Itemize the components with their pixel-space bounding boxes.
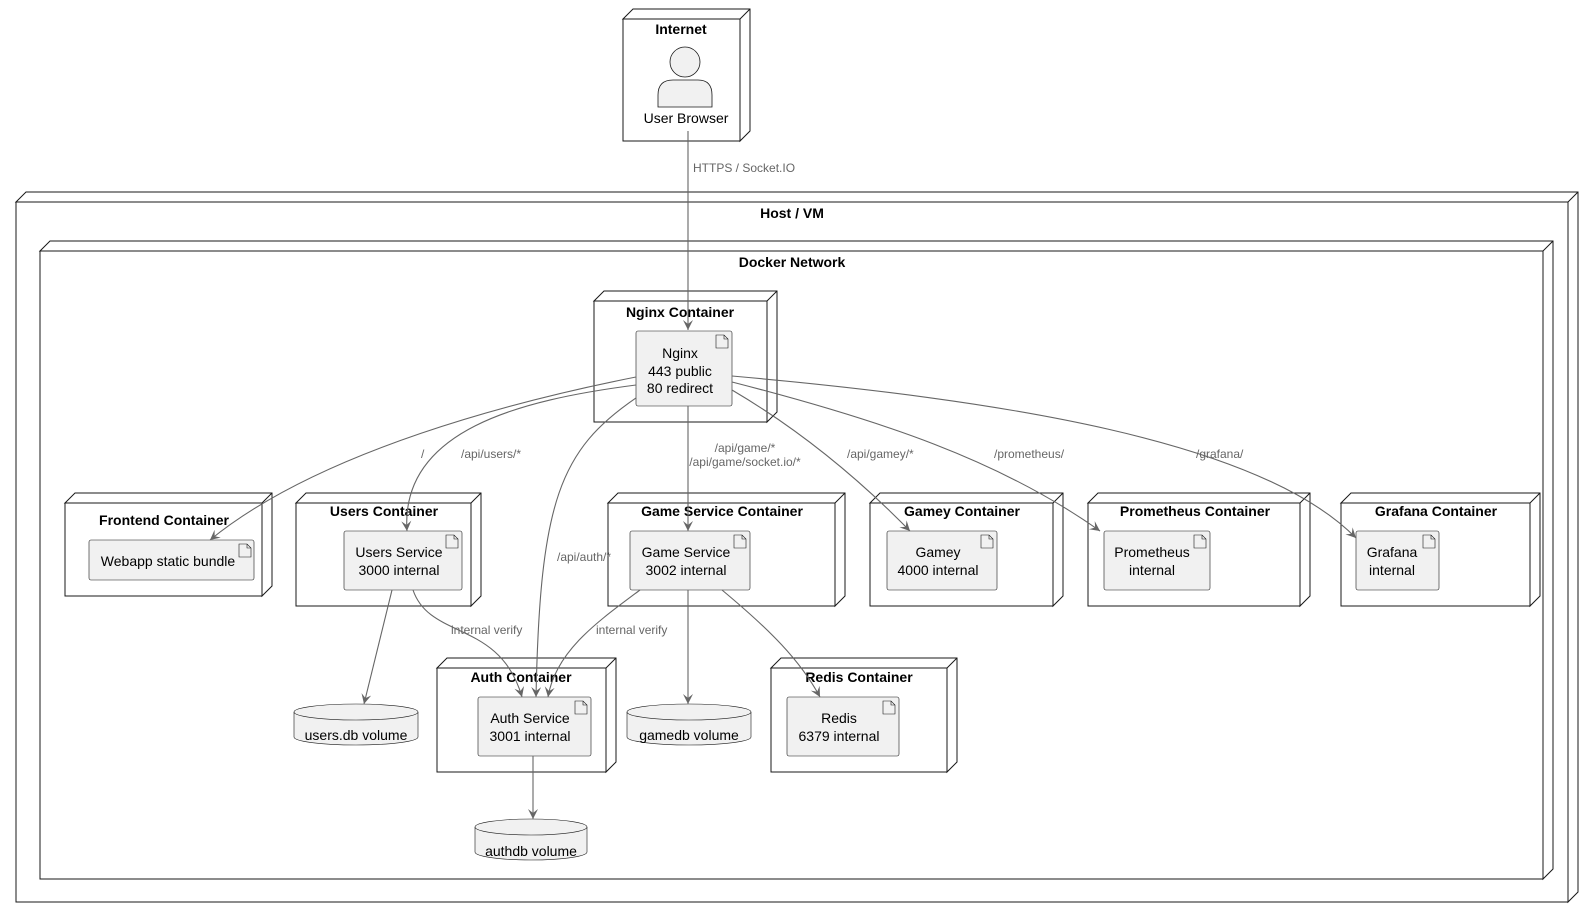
grafana-container: Grafana Container Grafana internal <box>1339 492 1541 608</box>
artifact-file-icon <box>715 334 729 349</box>
nginx-container-title: Nginx Container <box>626 304 735 320</box>
edge-label-api-gamey: /api/gamey/* <box>847 447 914 461</box>
edge-label-prometheus: /prometheus/ <box>994 447 1065 461</box>
edge-label-root: / <box>421 447 425 461</box>
auth-artifact: Auth Service 3001 internal <box>477 696 592 757</box>
edge-label-api-game-2: /api/game/socket.io/* <box>689 455 801 469</box>
edge-nginx-grafana <box>731 375 1357 539</box>
webapp-artifact: Webapp static bundle <box>88 539 255 581</box>
redis-label-2: 6379 internal <box>799 728 880 744</box>
auth-label-2: 3001 internal <box>490 728 571 744</box>
nginx-label-2: 443 public <box>648 363 712 379</box>
edges: HTTPS / Socket.IO / /api/users/* /api/au… <box>209 131 1357 819</box>
grafana-artifact: Grafana internal <box>1355 530 1440 591</box>
nginx-container: Nginx Container Nginx 443 public 80 redi… <box>592 290 778 424</box>
usersdb-label: users.db volume <box>305 727 408 743</box>
authdb-volume: authdb volume <box>474 818 588 861</box>
user-browser-actor: User Browser <box>644 46 729 126</box>
edge-label-internal-verify-game: internal verify <box>596 623 667 637</box>
edge-label-api-game-1: /api/game/* <box>715 441 776 455</box>
artifact-file-icon <box>445 534 459 549</box>
gamey-label-2: 4000 internal <box>898 562 979 578</box>
nginx-label-1: Nginx <box>662 345 698 361</box>
auth-label-1: Auth Service <box>490 710 570 726</box>
internet-node-title: Internet <box>655 21 707 37</box>
prometheus-container: Prometheus Container Prometheus internal <box>1086 492 1311 608</box>
grafana-container-title: Grafana Container <box>1375 503 1498 519</box>
edge-label-api-auth: /api/auth/* <box>557 550 611 564</box>
internet-node: Internet User Browser <box>621 8 751 143</box>
redis-label-1: Redis <box>821 710 857 726</box>
game-label-2: 3002 internal <box>646 562 727 578</box>
edge-nginx-users <box>401 384 637 532</box>
prometheus-container-title: Prometheus Container <box>1120 503 1271 519</box>
gamedb-label: gamedb volume <box>639 727 739 743</box>
edge-game-redis <box>721 589 821 698</box>
edge-users-usersdb <box>361 589 393 705</box>
usersdb-volume: users.db volume <box>293 703 419 746</box>
game-service-container: Game Service Container Game Service 3002… <box>606 492 846 608</box>
edge-label-api-users: /api/users/* <box>461 447 521 461</box>
edge-nginx-prometheus <box>731 381 1101 532</box>
users-artifact: Users Service 3000 internal <box>343 530 463 591</box>
docker-network-title: Docker Network <box>739 254 846 270</box>
users-label-2: 3000 internal <box>359 562 440 578</box>
edge-nginx-auth <box>531 397 637 698</box>
artifact-file-icon <box>980 534 994 549</box>
artifact-file-icon <box>1193 534 1207 549</box>
edge-label-https: HTTPS / Socket.IO <box>693 161 795 175</box>
users-label-1: Users Service <box>355 544 442 560</box>
prometheus-label-1: Prometheus <box>1114 544 1189 560</box>
actor-head-icon <box>669 46 701 78</box>
frontend-container-title: Frontend Container <box>99 512 229 528</box>
edge-label-internal-verify-users: internal verify <box>451 623 522 637</box>
gamey-container-title: Gamey Container <box>904 503 1020 519</box>
host-node-title: Host / VM <box>760 205 824 221</box>
prometheus-label-2: internal <box>1129 562 1175 578</box>
edge-label-grafana: /grafana/ <box>1196 447 1244 461</box>
artifact-file-icon <box>882 700 896 715</box>
artifact-file-icon <box>574 700 588 715</box>
edge-nginx-webapp <box>209 376 637 541</box>
artifact-file-icon <box>1422 534 1436 549</box>
gamey-label-1: Gamey <box>915 544 960 560</box>
game-label-1: Game Service <box>642 544 731 560</box>
auth-container: Auth Container Auth Service 3001 interna… <box>435 657 617 774</box>
redis-container: Redis Container Redis 6379 internal <box>769 657 958 774</box>
edge-nginx-gamey <box>731 389 911 532</box>
webapp-label: Webapp static bundle <box>101 553 236 569</box>
gamey-container: Gamey Container Gamey 4000 internal <box>868 492 1064 608</box>
auth-container-title: Auth Container <box>470 669 572 685</box>
redis-container-title: Redis Container <box>805 669 913 685</box>
actor-body-icon <box>657 79 713 108</box>
nginx-label-3: 80 redirect <box>647 380 713 396</box>
users-container-title: Users Container <box>330 503 439 519</box>
prometheus-artifact: Prometheus internal <box>1103 530 1211 591</box>
game-artifact: Game Service 3002 internal <box>629 530 751 591</box>
nginx-artifact: Nginx 443 public 80 redirect <box>635 330 733 407</box>
artifact-file-icon <box>238 543 252 558</box>
authdb-label: authdb volume <box>485 843 577 859</box>
grafana-label-2: internal <box>1369 562 1415 578</box>
grafana-label-1: Grafana <box>1367 544 1418 560</box>
users-container: Users Container Users Service 3000 inter… <box>294 492 482 608</box>
game-container-title: Game Service Container <box>641 503 803 519</box>
edge-game-auth <box>544 589 641 698</box>
edge-users-auth <box>412 589 525 698</box>
artifact-file-icon <box>733 534 747 549</box>
gamedb-volume: gamedb volume <box>626 703 752 746</box>
actor-label: User Browser <box>644 110 729 126</box>
gamey-artifact: Gamey 4000 internal <box>886 530 998 591</box>
redis-artifact: Redis 6379 internal <box>786 696 900 757</box>
frontend-container: Frontend Container Webapp static bundle <box>63 492 273 598</box>
